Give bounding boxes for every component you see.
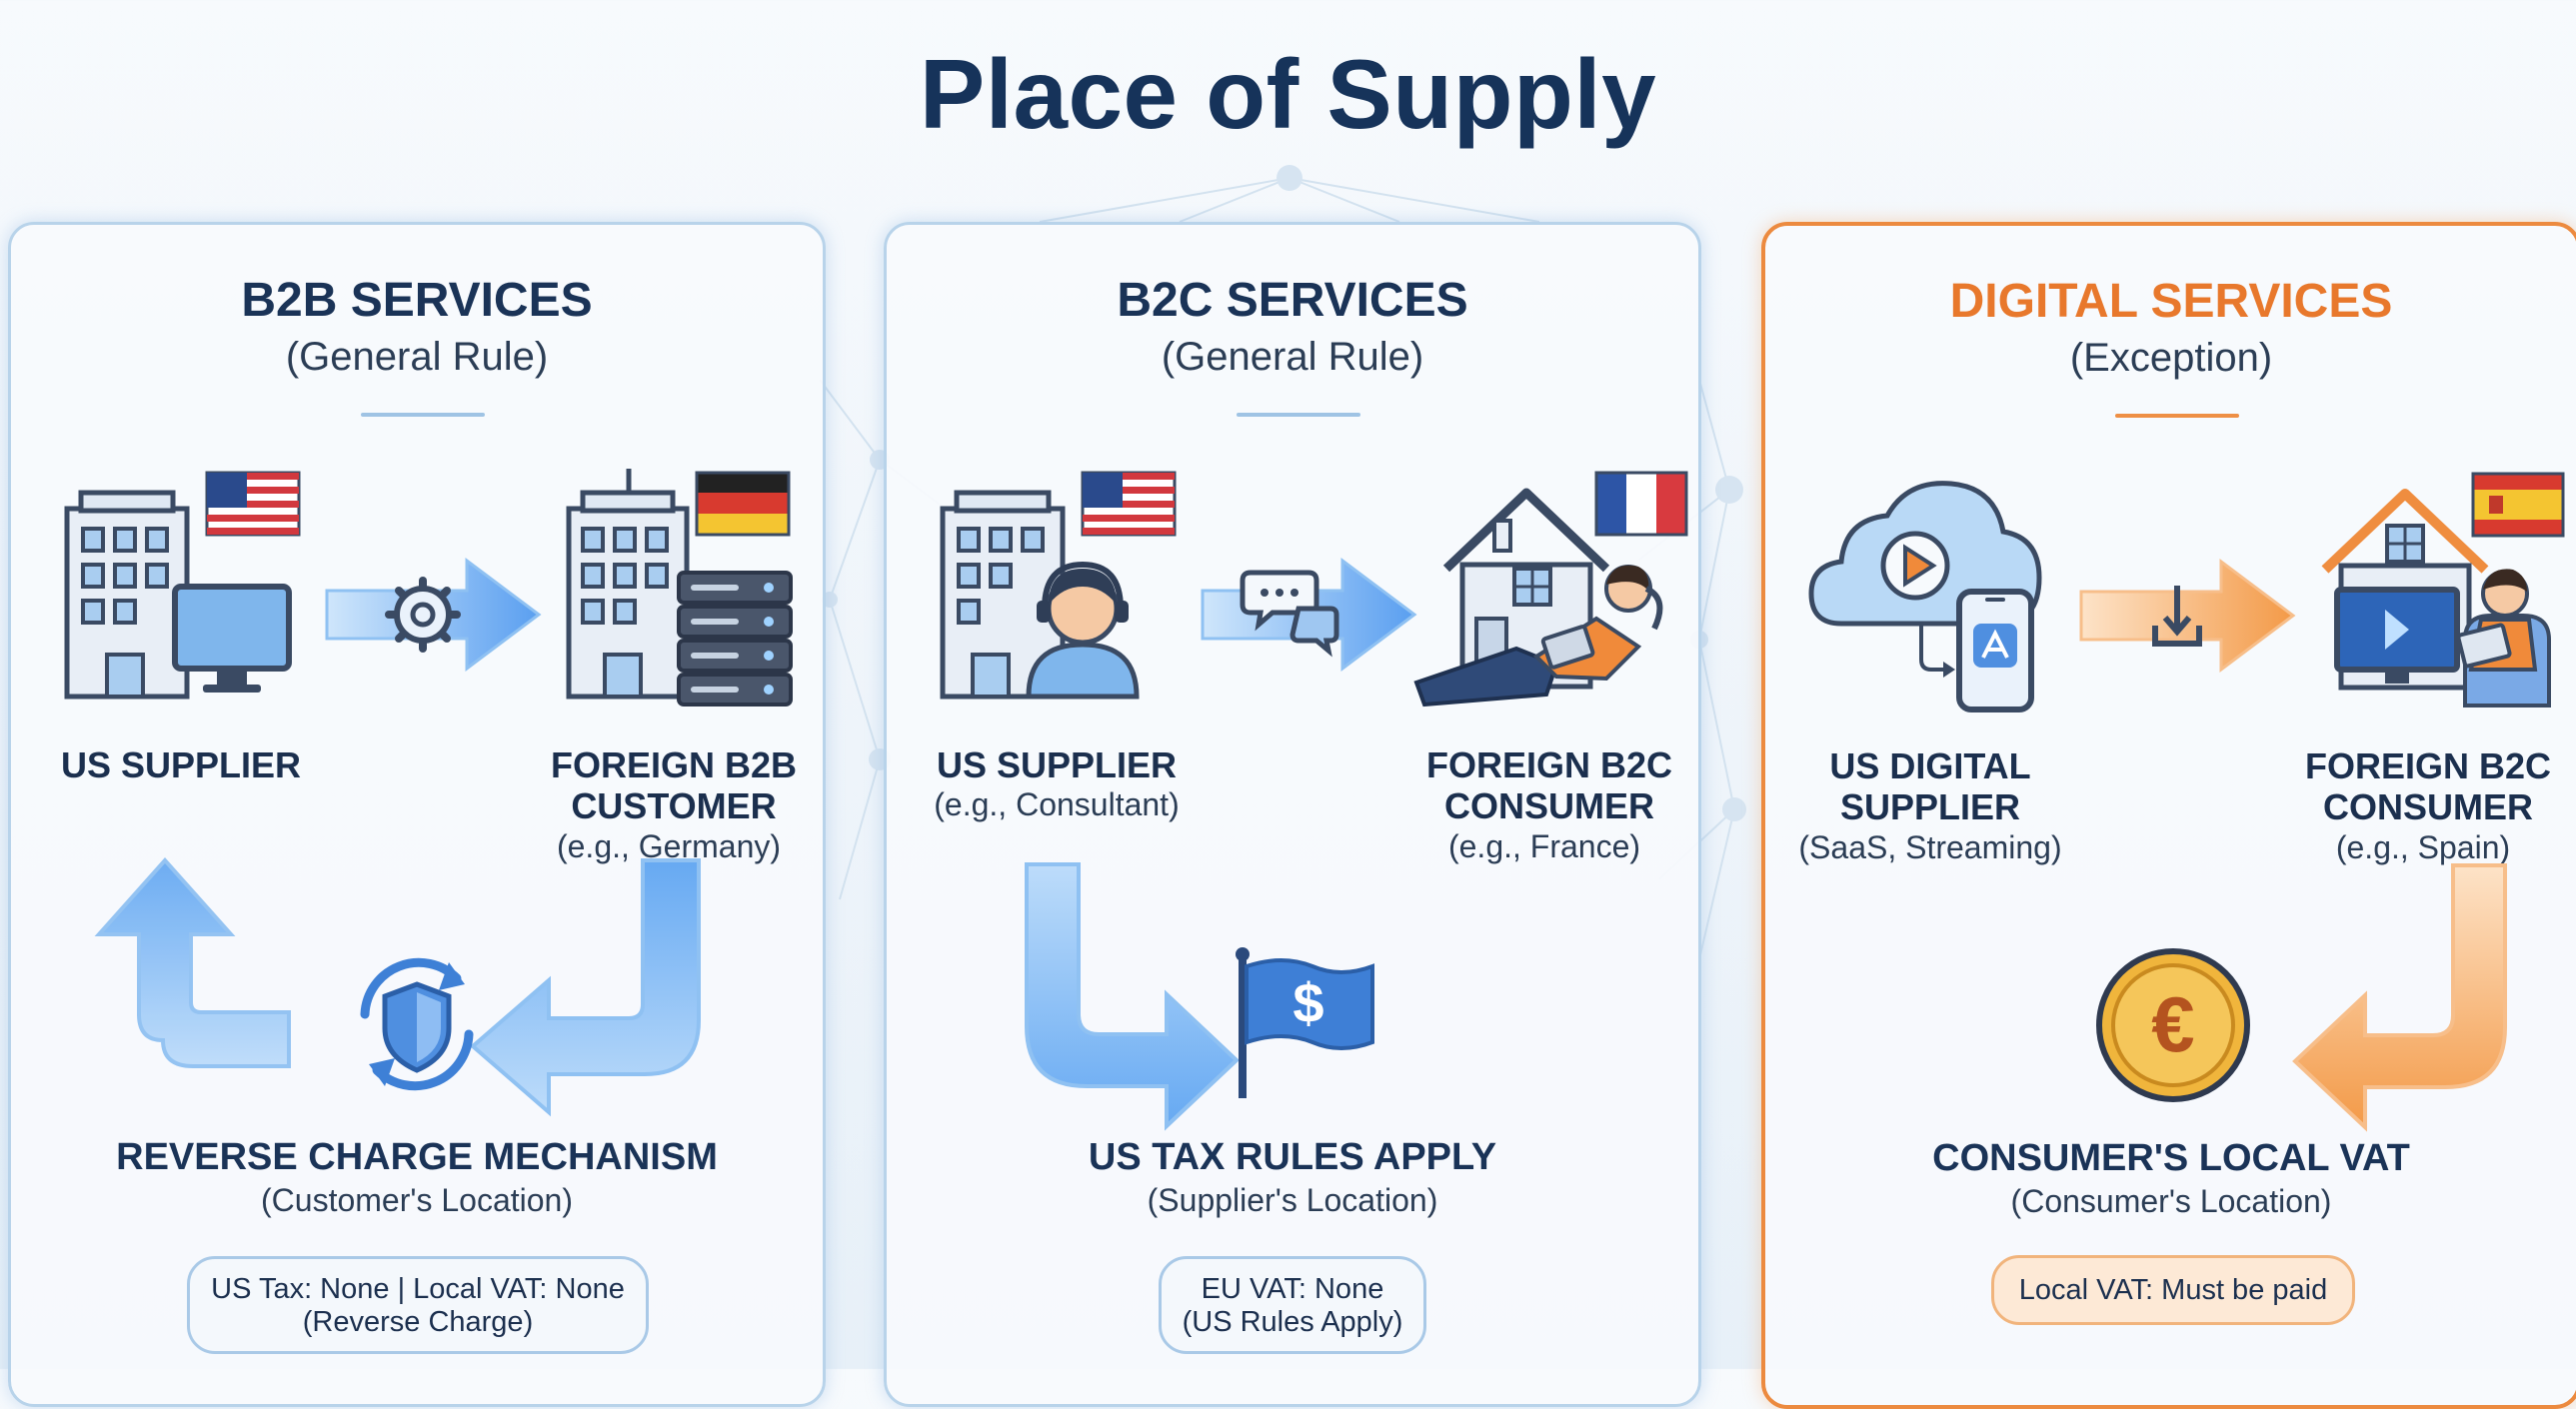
right-party-label: FOREIGN B2B CUSTOMER	[539, 744, 809, 826]
us-flag-icon	[207, 473, 299, 535]
panel-divider	[361, 413, 485, 417]
tax-summary-line1: EU VAT: None	[1162, 1273, 1423, 1306]
panel-subheading: (General Rule)	[887, 335, 1698, 380]
right-party-label: FOREIGN B2C CONSUMER	[1414, 744, 1684, 826]
germany-flag-icon	[697, 473, 789, 535]
mechanism-subtitle: (Supplier's Location)	[887, 1182, 1698, 1219]
gear-arrow-icon	[317, 555, 547, 675]
panel-divider	[1237, 413, 1360, 417]
cloud-play-with-phone-icon	[1811, 474, 2061, 713]
tax-summary-badge: US Tax: None | Local VAT: None (Reverse …	[187, 1256, 649, 1354]
mechanism-subtitle: (Consumer's Location)	[1765, 1183, 2576, 1220]
right-party-sublabel: (e.g., France)	[1394, 828, 1694, 865]
france-flag-icon	[1596, 473, 1686, 535]
panel-divider	[2115, 414, 2239, 418]
mechanism-title: REVERSE CHARGE MECHANISM	[11, 1136, 823, 1179]
house-with-relaxing-person-icon	[1406, 469, 1686, 708]
mechanism-title: US TAX RULES APPLY	[887, 1136, 1698, 1179]
left-party-sublabel: (e.g., Consultant)	[907, 786, 1207, 823]
tax-summary-line2: (Reverse Charge)	[190, 1306, 646, 1339]
tax-summary-line1: Local VAT: Must be paid	[1994, 1274, 2352, 1307]
left-party-label: US DIGITAL SUPPLIER	[1805, 745, 2055, 827]
download-arrow-icon	[2071, 556, 2301, 676]
spain-flag-icon	[2473, 474, 2563, 536]
panel-heading: B2B SERVICES	[11, 273, 823, 328]
panel-subheading: (Exception)	[1765, 336, 2576, 381]
svg-text:$: $	[1292, 971, 1323, 1034]
office-building-with-computer-icon	[57, 469, 307, 708]
page-title: Place of Supply	[0, 38, 2576, 151]
mechanism-title: CONSUMER'S LOCAL VAT	[1765, 1137, 2576, 1180]
left-party-label: US SUPPLIER	[41, 744, 321, 785]
euro-coin-icon: €	[2093, 945, 2253, 1105]
panel-heading: B2C SERVICES	[887, 273, 1698, 328]
office-building-with-server-icon	[559, 469, 799, 708]
house-with-person-at-tv-icon	[2285, 470, 2565, 709]
panel-subheading: (General Rule)	[11, 335, 823, 380]
mechanism-subtitle: (Customer's Location)	[11, 1182, 823, 1219]
left-party-sublabel: (SaaS, Streaming)	[1780, 829, 2080, 866]
tax-summary-badge: Local VAT: Must be paid	[1991, 1255, 2355, 1325]
us-flag-icon	[1083, 473, 1175, 535]
panel-b2c-services: B2C SERVICES (General Rule)	[884, 222, 1701, 1407]
right-party-label: FOREIGN B2C CONSUMER	[2293, 745, 2563, 827]
panel-heading: DIGITAL SERVICES	[1765, 274, 2576, 329]
office-building-with-consultant-icon	[933, 469, 1183, 708]
left-party-label: US SUPPLIER	[917, 744, 1197, 785]
panel-b2b-services: B2B SERVICES (General Rule)	[8, 222, 826, 1407]
shield-cycle-icon	[337, 944, 497, 1104]
tax-summary-badge: EU VAT: None (US Rules Apply)	[1159, 1256, 1426, 1354]
chat-arrow-icon	[1193, 555, 1422, 675]
panel-digital-services: DIGITAL SERVICES (Exception)	[1761, 222, 2576, 1409]
tax-summary-line1: US Tax: None | Local VAT: None	[190, 1273, 646, 1306]
return-arrow-orange-icon	[2255, 865, 2515, 1125]
tax-summary-line2: (US Rules Apply)	[1162, 1306, 1423, 1339]
right-party-sublabel: (e.g., Spain)	[2273, 829, 2573, 866]
dollar-flag-icon: $	[1223, 948, 1382, 1098]
svg-text:€: €	[2151, 980, 2194, 1068]
